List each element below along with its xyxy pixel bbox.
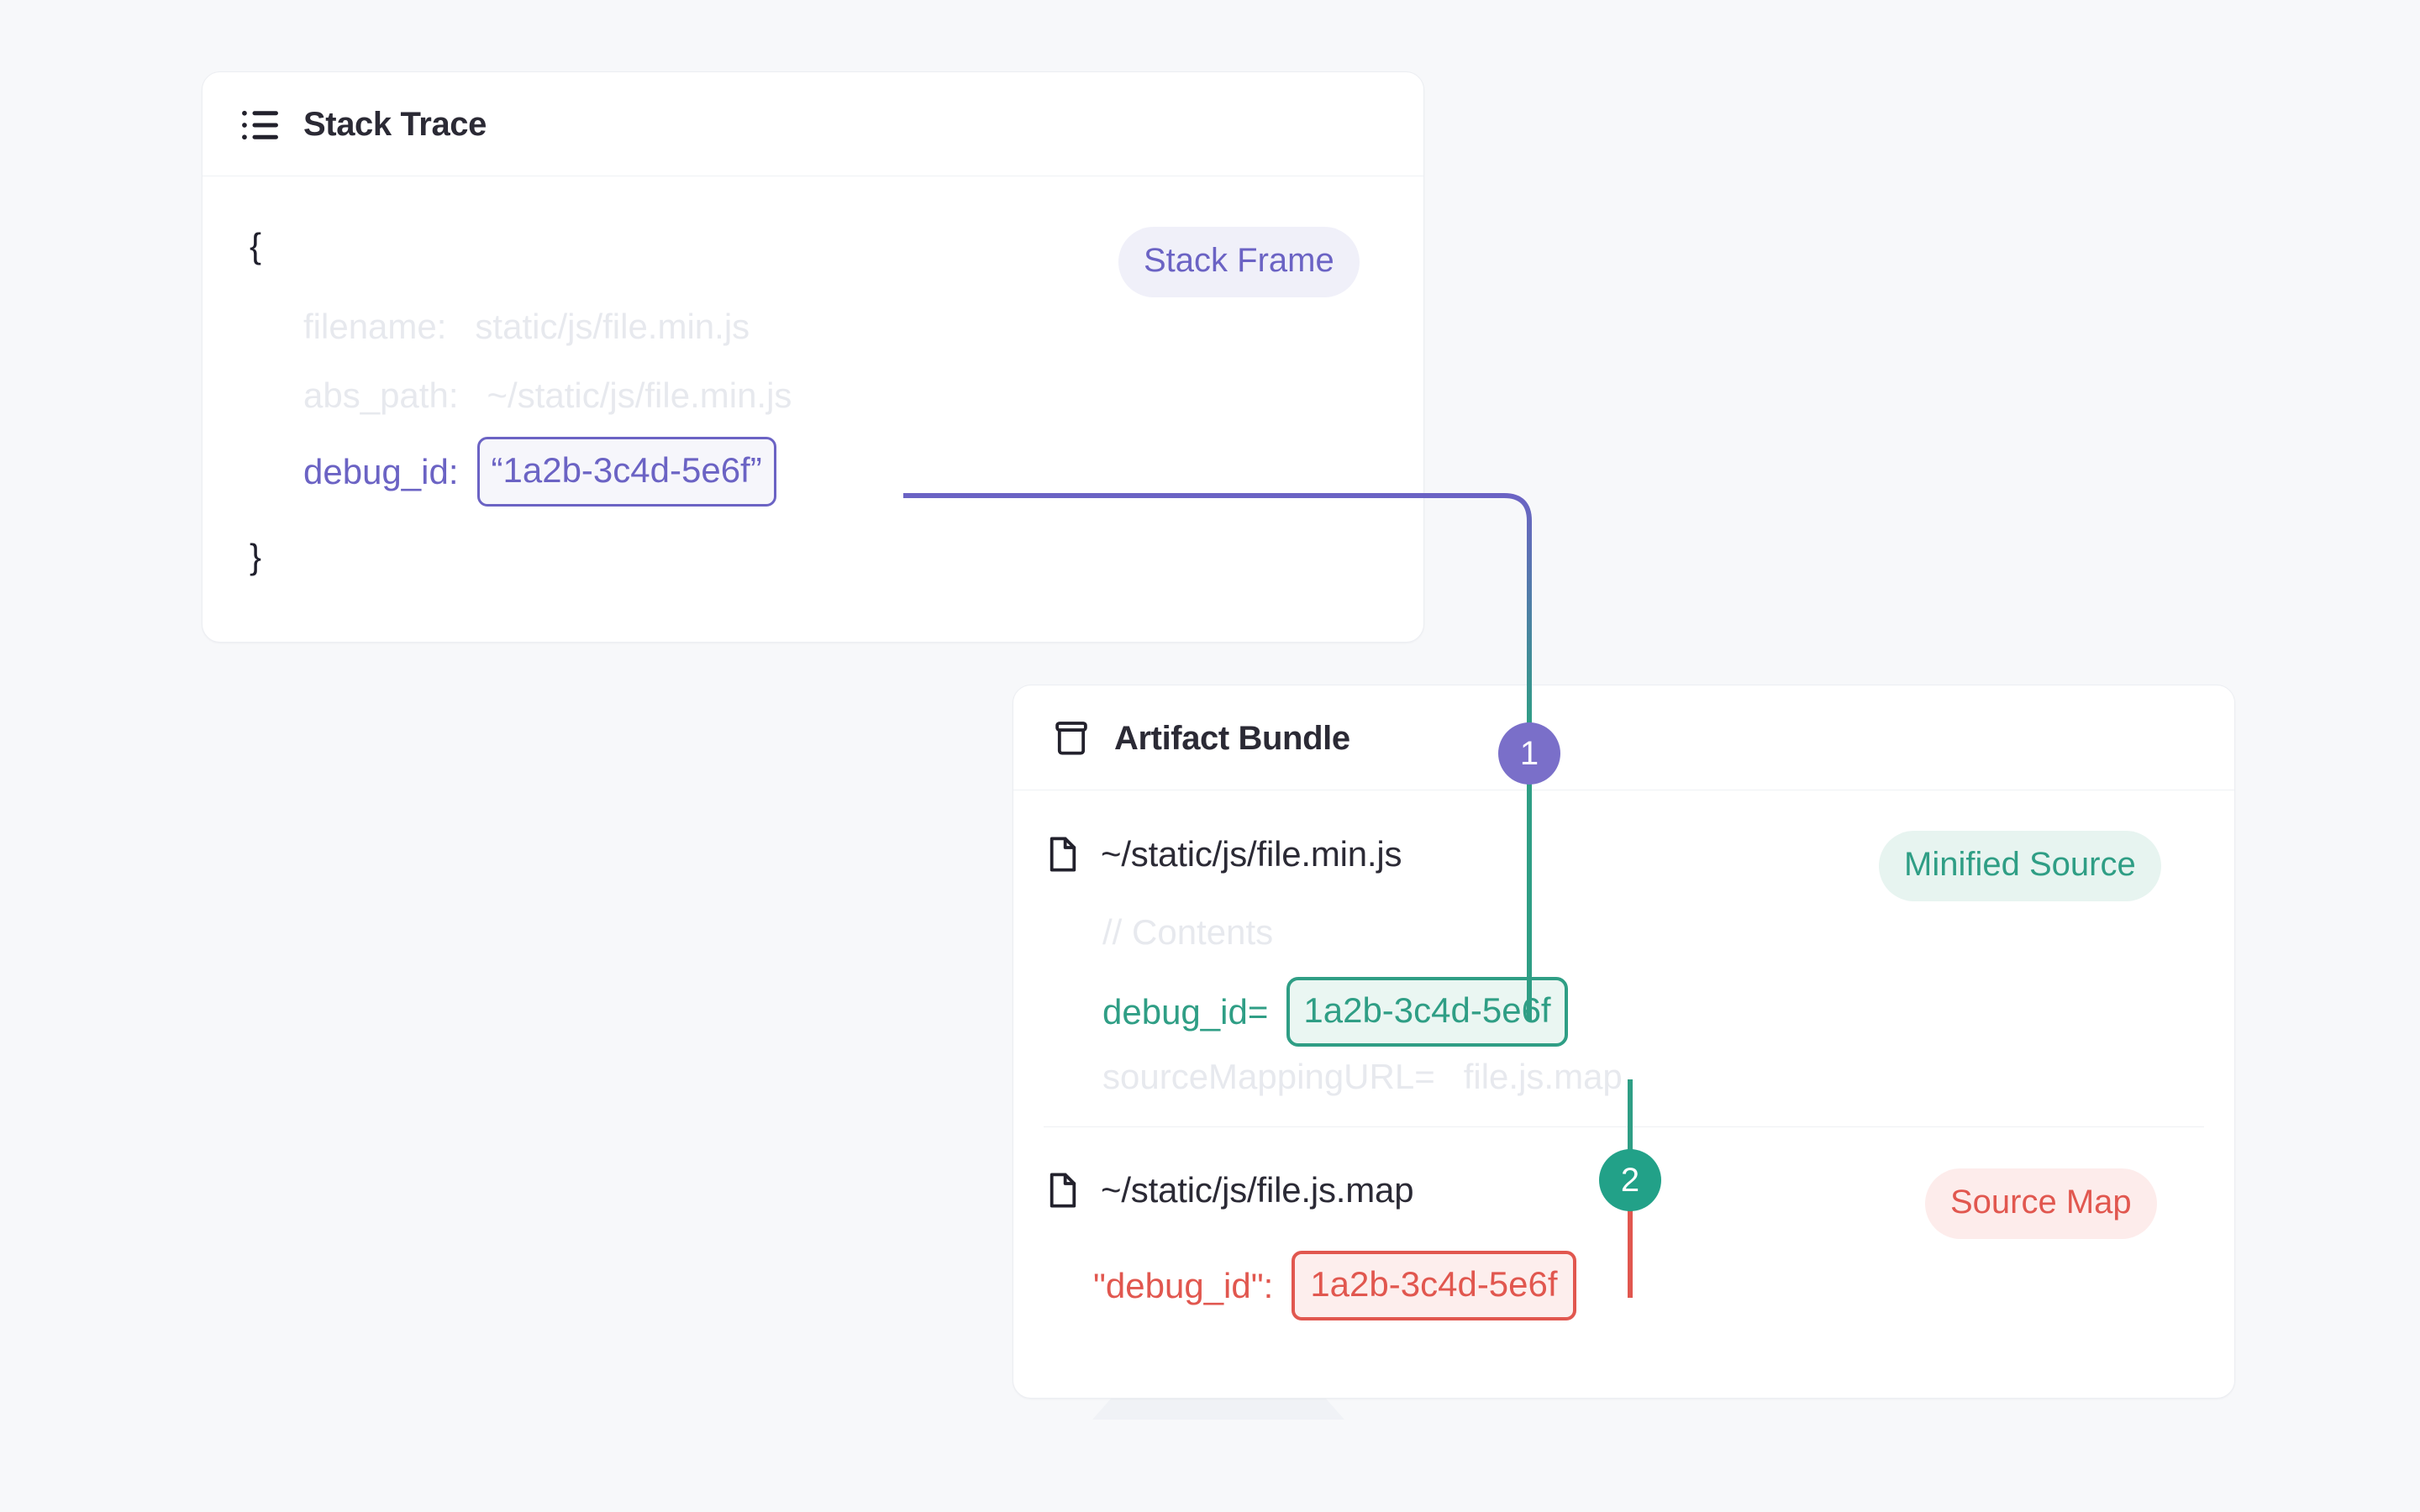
list-icon [241,108,280,142]
field-filename: filename: static/js/file.min.js [303,309,750,344]
source-mapping-url-key: sourceMappingURL= [1102,1057,1435,1096]
field-abs-path-key: abs_path: [303,375,459,415]
artifact-bundle-body: ~/static/js/file.min.js Minified Source … [1013,790,2234,1370]
stack-frame-badge: Stack Frame [1118,227,1360,297]
file-name: ~/static/js/file.js.map [1101,1170,1414,1210]
field-filename-key: filename: [303,307,447,346]
bundle-divider [1044,1126,2204,1127]
sourcemap-debug-id-row[interactable]: "debug_id": 1a2b-3c4d-5e6f [1093,1251,1576,1320]
file-row[interactable]: ~/static/js/file.min.js [1047,834,1402,874]
file-icon [1047,1171,1079,1210]
step-badge-1: 1 [1498,722,1560,785]
step-badge-2: 2 [1599,1149,1661,1211]
stack-trace-body: Stack Frame { filename: static/js/file.m… [203,176,1423,613]
field-abs-path: abs_path: ~/static/js/file.min.js [303,378,792,413]
minified-source-badge: Minified Source [1879,831,2161,901]
file-icon [1047,835,1079,874]
close-brace: } [250,537,262,576]
file-name: ~/static/js/file.min.js [1101,834,1402,874]
file-row[interactable]: ~/static/js/file.js.map [1047,1170,1414,1210]
stack-trace-card: Stack Trace Stack Frame { filename: stat… [202,71,1424,643]
stack-trace-title: Stack Trace [303,106,487,143]
artifact-bundle-title: Artifact Bundle [1114,719,1350,757]
field-debug-id-value[interactable]: “1a2b-3c4d-5e6f” [476,437,776,507]
sourcemap-debug-id-key: "debug_id": [1093,1265,1274,1305]
stack-trace-header: Stack Trace [203,72,1423,176]
contents-comment: // Contents [1102,912,1274,952]
artifact-bundle-card: Artifact Bundle ~/static/js/file.min.js … [1013,685,2235,1399]
open-brace: { [250,226,262,265]
field-abs-path-value: ~/static/js/file.min.js [487,375,792,415]
field-debug-id-key: debug_id: [303,451,459,491]
minified-debug-id-value[interactable]: 1a2b-3c4d-5e6f [1286,977,1568,1047]
sourcemap-debug-id-value[interactable]: 1a2b-3c4d-5e6f [1292,1251,1576,1320]
source-map-badge: Source Map [1925,1168,2157,1239]
field-filename-value: static/js/file.min.js [475,307,750,346]
minified-debug-id-key: debug_id= [1102,991,1269,1032]
source-mapping-url-value: file.js.map [1463,1057,1623,1096]
field-debug-id[interactable]: debug_id: “1a2b-3c4d-5e6f” [303,437,776,507]
source-mapping-url-row: sourceMappingURL= file.js.map [1102,1059,1623,1095]
archive-box-icon [1052,719,1091,758]
minified-debug-id-row[interactable]: debug_id= 1a2b-3c4d-5e6f [1102,977,1568,1047]
artifact-bundle-header: Artifact Bundle [1013,685,2234,790]
